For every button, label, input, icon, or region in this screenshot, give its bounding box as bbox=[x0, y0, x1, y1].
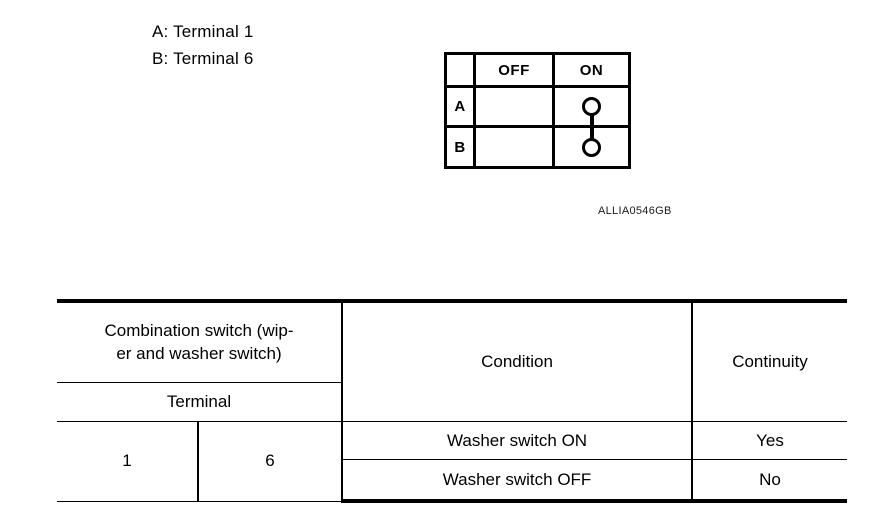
condition-value-1: Washer switch ON bbox=[342, 420, 694, 461]
continuity-value-2: No bbox=[692, 459, 848, 504]
contact-node-a-icon bbox=[582, 97, 601, 116]
terminal-value-a: 1 bbox=[57, 420, 199, 502]
contact-link-up bbox=[589, 119, 594, 147]
table-row: 1 6 Washer switch ON Yes bbox=[57, 420, 848, 502]
diagram-corner-cell bbox=[447, 55, 476, 88]
diagram-cell-b-on bbox=[555, 119, 628, 166]
continuity-value-1: Yes bbox=[692, 420, 848, 461]
specification-table: Combination switch (wip- er and washer s… bbox=[57, 298, 848, 504]
diagram-row-label-a: A bbox=[447, 88, 476, 128]
diagram-cell-b-off bbox=[476, 128, 555, 166]
header-switch-group: Combination switch (wip- er and washer s… bbox=[57, 298, 344, 383]
table-header-row-2: Terminal bbox=[57, 381, 847, 422]
legend-line-a: A: Terminal 1 bbox=[152, 22, 254, 41]
header-condition: Condition bbox=[342, 298, 694, 422]
table-row: Washer switch OFF No bbox=[57, 459, 848, 504]
legend-line-b: B: Terminal 6 bbox=[152, 49, 254, 68]
header-terminal: Terminal bbox=[57, 381, 344, 422]
terminal-value-b: 6 bbox=[198, 420, 344, 502]
diagram-header-on: ON bbox=[555, 55, 628, 88]
figure-reference-code: ALLIA0546GB bbox=[598, 205, 672, 217]
diagram-header-off: OFF bbox=[476, 55, 555, 88]
diagram-cell-a-off bbox=[476, 88, 555, 128]
contact-node-b-icon bbox=[582, 137, 601, 157]
header-continuity: Continuity bbox=[692, 298, 848, 422]
table-header-row-1: Combination switch (wip- er and washer s… bbox=[57, 298, 848, 422]
terminal-legend: A: Terminal 1 B: Terminal 6 bbox=[152, 18, 254, 72]
condition-value-2: Washer switch OFF bbox=[342, 459, 694, 504]
diagram-row-label-b: B bbox=[447, 128, 476, 166]
switch-continuity-diagram: OFF ON A B bbox=[444, 52, 631, 169]
